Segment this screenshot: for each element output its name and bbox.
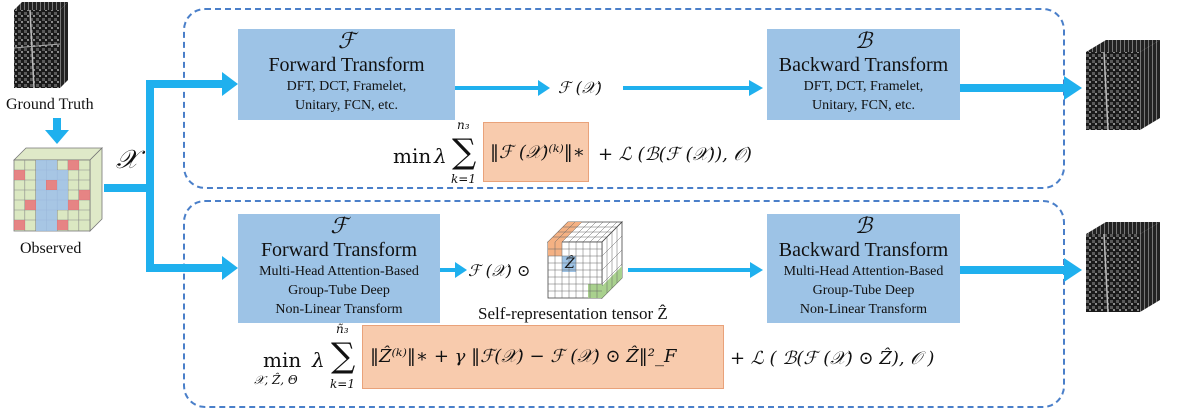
backward-line-1: Multi-Head Attention-Based	[783, 264, 944, 279]
bottom-forward-transform-box: ℱ Forward Transform Multi-Head Attention…	[238, 214, 440, 323]
bottom-objective-sum-upper: ñ₃	[336, 322, 349, 336]
bottom-objective-lambda: λ	[312, 348, 325, 372]
backward-symbol: ℬ	[854, 29, 873, 54]
branch-arrows	[104, 72, 238, 280]
forward-line-3: Non-Linear Transform	[275, 302, 403, 317]
bottom-branch-container	[183, 200, 1065, 408]
observed-cube	[13, 147, 103, 232]
output-image-top	[1086, 40, 1160, 131]
bottom-objective-highlight	[362, 325, 724, 389]
bottom-branch-arrows	[440, 258, 1082, 282]
top-mid-label: ℱ (𝒳)	[558, 78, 602, 97]
top-objective-lambda: λ	[434, 144, 447, 168]
top-objective-highlight	[483, 122, 589, 182]
backward-line-1: DFT, DCT, Framelet,	[803, 79, 924, 94]
bottom-objective-min: min	[263, 348, 302, 372]
self-representation-tensor	[547, 221, 623, 299]
backward-title: Backward Transform	[778, 239, 949, 261]
top-forward-transform-box: ℱ Forward Transform DFT, DCT, Framelet, …	[238, 29, 455, 120]
top-branch-arrows	[455, 76, 1082, 100]
bottom-objective-sum-lower: k=1	[330, 377, 355, 391]
backward-line-2: Unitary, FCN, etc.	[812, 98, 915, 113]
tensor-caption: Self-representation tensor Ẑ	[478, 304, 668, 323]
output-image-bottom	[1086, 222, 1160, 313]
forward-title: Forward Transform	[268, 54, 425, 76]
bottom-mid-label: ℱ (𝒳) ⊙	[468, 261, 531, 280]
forward-title: Forward Transform	[260, 239, 418, 261]
top-objective-sum-lower: k=1	[451, 172, 476, 186]
top-objective-nuclear-term: ‖ℱ (𝒳)⁽ᵏ⁾‖∗	[490, 142, 586, 163]
top-objective-min: min	[393, 144, 432, 168]
backward-line-3: Non-Linear Transform	[799, 302, 928, 317]
backward-title: Backward Transform	[778, 54, 949, 76]
observed-label: Observed	[20, 240, 82, 257]
bottom-objective-sum: ∑	[331, 336, 356, 376]
top-objective-sum: ∑	[452, 132, 477, 172]
forward-symbol: ℱ	[330, 214, 348, 239]
bottom-objective-min-sub: 𝒳, Ẑ, Θ	[254, 373, 298, 387]
arrow-gt-to-observed	[45, 118, 69, 144]
bottom-backward-transform-box: ℬ Backward Transform Multi-Head Attentio…	[767, 214, 960, 323]
bottom-objective-loss-term: + ℒ ( ℬ(ℱ (𝒳) ⊙ Ẑ), 𝒪 )	[730, 348, 935, 369]
backward-symbol: ℬ	[854, 214, 873, 239]
forward-line-2: Group-Tube Deep	[288, 283, 390, 298]
top-objective-sum-upper: n₃	[457, 118, 470, 132]
forward-line-2: Unitary, FCN, etc.	[295, 98, 398, 113]
forward-symbol: ℱ	[337, 29, 356, 54]
forward-line-1: DFT, DCT, Framelet,	[286, 79, 407, 94]
bottom-objective-nuclear-term: ‖Ẑ⁽ᵏ⁾‖∗ + γ ‖ℱ(𝒳) − ℱ (𝒳) ⊙ Ẑ‖²_F	[370, 346, 677, 367]
tensor-symbol: Ẑ	[565, 256, 575, 272]
ground-truth-label: Ground Truth	[6, 96, 94, 113]
backward-line-2: Group-Tube Deep	[812, 283, 915, 298]
x-symbol: 𝒳	[116, 145, 139, 175]
ground-truth-image	[13, 2, 68, 89]
top-objective-loss-term: + ℒ (ℬ(ℱ (𝒳)), 𝒪)	[598, 144, 752, 165]
forward-line-1: Multi-Head Attention-Based	[259, 264, 419, 279]
top-backward-transform-box: ℬ Backward Transform DFT, DCT, Framelet,…	[767, 29, 960, 120]
